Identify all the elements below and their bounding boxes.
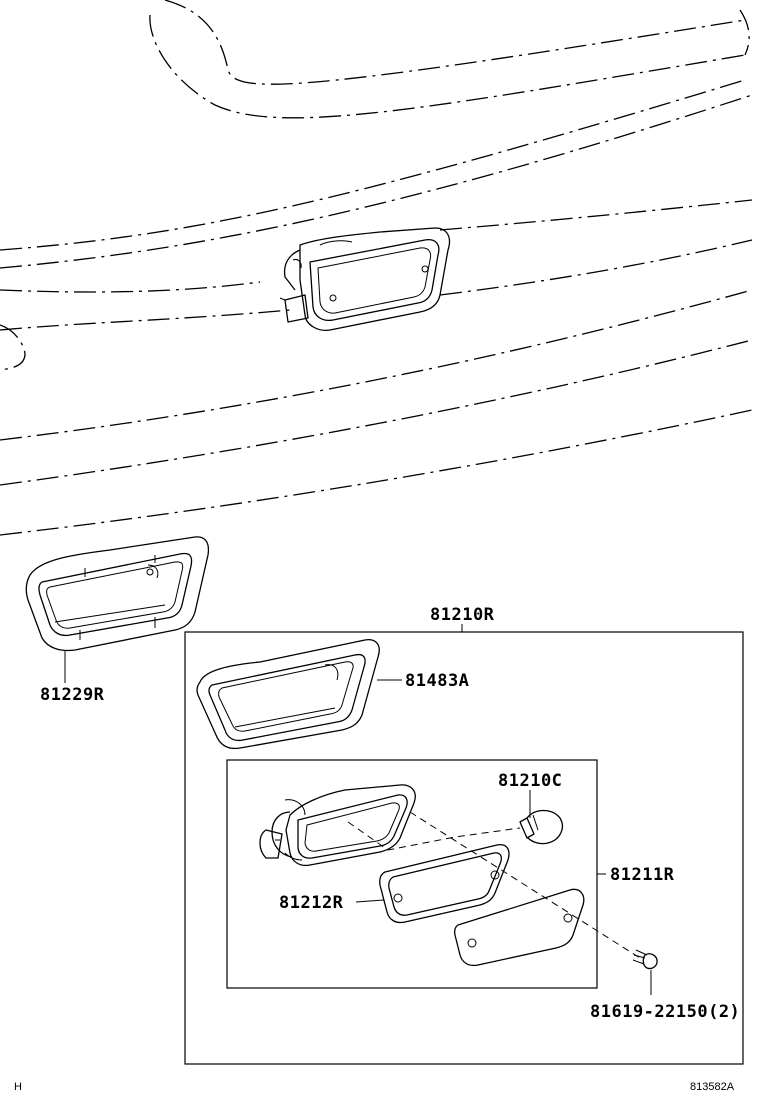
figure-code: 813582A xyxy=(690,1081,735,1093)
part-screw xyxy=(632,949,658,970)
part-81210c-bulb xyxy=(519,809,563,845)
label-81229r: 81229R xyxy=(40,685,105,705)
part-81212r-lens-gasket xyxy=(379,844,510,924)
label-81211r: 81211R xyxy=(610,865,675,885)
assembly-guide-lines xyxy=(347,811,641,959)
part-81483a-gasket xyxy=(196,639,380,750)
leader-81212r xyxy=(355,899,385,903)
label-81210c: 81210C xyxy=(498,771,562,791)
label-81212r: 81212R xyxy=(279,893,344,913)
part-lamp-housing xyxy=(259,784,416,867)
label-81210r: 81210R xyxy=(430,605,495,625)
label-81483a: 81483A xyxy=(405,671,469,691)
corner-letter: H xyxy=(14,1081,22,1093)
label-81619: 81619-22150(2) xyxy=(590,1002,740,1022)
assembly-box-81210r xyxy=(184,631,744,1065)
vehicle-body-outline xyxy=(0,0,753,536)
housing-box-81211r xyxy=(226,759,598,989)
part-lens xyxy=(453,888,585,967)
part-81229r-garnish xyxy=(25,536,210,652)
installed-license-lamp xyxy=(279,227,451,331)
